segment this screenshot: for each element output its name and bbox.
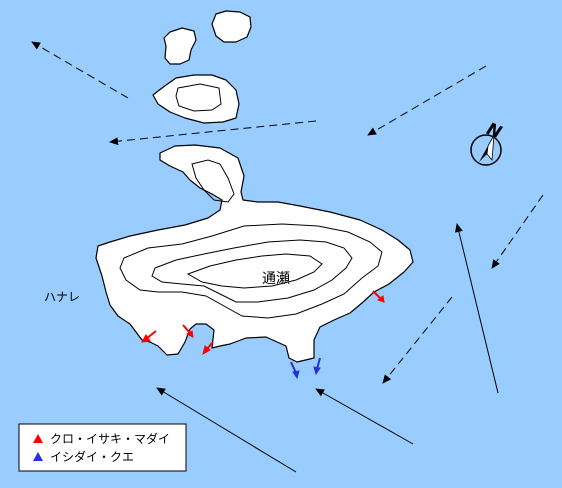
islet-middle xyxy=(152,74,240,124)
contour-inner xyxy=(186,253,323,289)
legend-marker-blue-icon xyxy=(33,452,43,461)
legend-marker-red-icon xyxy=(33,434,43,443)
area-label: ハナレ xyxy=(44,290,80,304)
spot-marker-red[interactable] xyxy=(141,330,157,343)
contours xyxy=(119,159,383,319)
spot-marker-red[interactable] xyxy=(372,290,385,303)
legend-label-blue: イシダイ・クエ xyxy=(50,449,134,464)
islet-north-small xyxy=(163,27,197,65)
current-arrow xyxy=(382,296,453,384)
legend-label-red: クロ・イサキ・マダイ xyxy=(50,431,170,446)
current-arrow xyxy=(454,223,499,394)
current-arrow xyxy=(367,65,487,136)
islet-north-east xyxy=(211,10,252,43)
north-compass: N xyxy=(470,119,505,166)
contour-outer xyxy=(119,223,383,319)
current-arrow xyxy=(156,387,297,473)
spot-markers-red xyxy=(141,290,385,356)
islets xyxy=(152,10,252,124)
islet-middle-contour xyxy=(175,83,222,112)
main-island xyxy=(95,144,414,363)
spot-marker-blue[interactable] xyxy=(290,361,300,380)
spot-marker-red[interactable] xyxy=(182,324,194,338)
current-arrow xyxy=(31,41,129,99)
contour-middle xyxy=(151,239,353,303)
current-arrow xyxy=(109,120,317,146)
legend: クロ・イサキ・マダイ イシダイ・クエ xyxy=(18,423,187,472)
island-name-label: 通瀬 xyxy=(262,271,290,287)
contour-north-arm xyxy=(191,159,235,203)
spot-marker-blue[interactable] xyxy=(313,357,321,376)
spot-marker-red[interactable] xyxy=(202,341,214,356)
current-arrow xyxy=(491,194,544,269)
spot-markers-blue xyxy=(290,357,321,380)
legend-box xyxy=(18,423,187,472)
compass-letter: N xyxy=(484,119,505,143)
current-arrows xyxy=(31,41,544,473)
current-arrow xyxy=(315,388,414,445)
